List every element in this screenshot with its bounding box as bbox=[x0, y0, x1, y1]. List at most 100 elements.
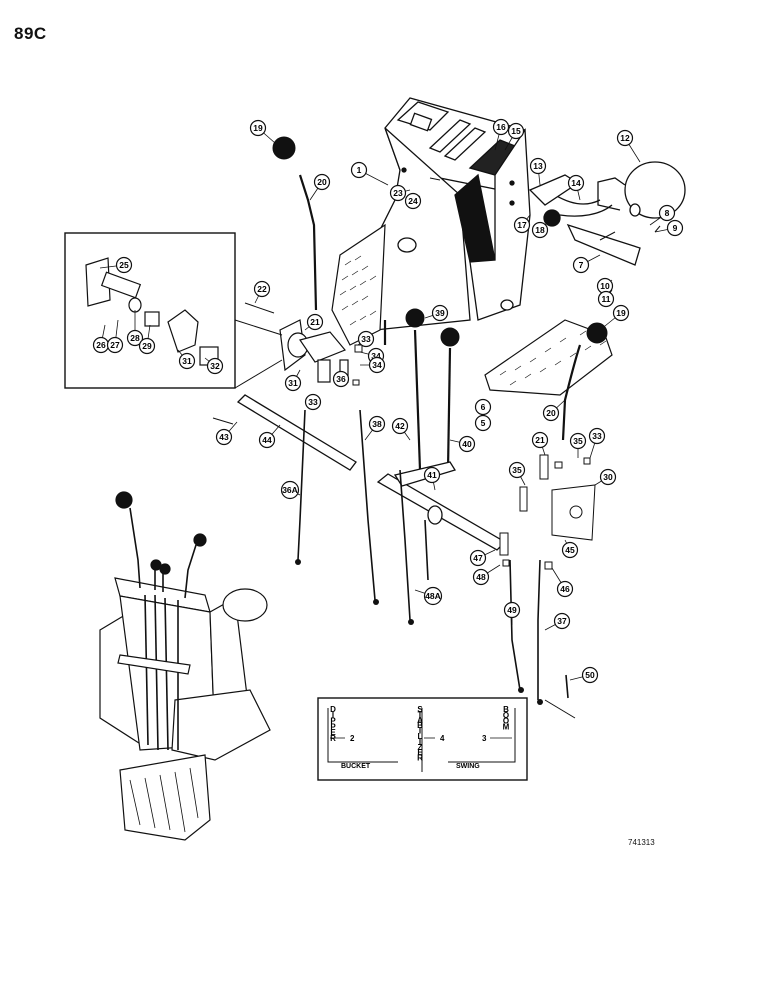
callout-number: 20 bbox=[317, 177, 327, 187]
callout-circle bbox=[542, 404, 560, 422]
callout-number: 43 bbox=[219, 432, 229, 442]
callout-19: 19 bbox=[249, 119, 267, 137]
callout-27: 27 bbox=[106, 336, 124, 354]
callout-33: 33 bbox=[588, 427, 606, 445]
callout-circle bbox=[306, 313, 324, 331]
callout-18: 18 bbox=[531, 221, 549, 239]
drawing-code: 741313 bbox=[628, 838, 655, 847]
callout-circle bbox=[391, 417, 409, 435]
indicator-callout-4: 4 bbox=[440, 734, 445, 743]
callout-circle bbox=[423, 586, 443, 606]
callout-number: 40 bbox=[462, 439, 472, 449]
callout-number: 46 bbox=[560, 584, 570, 594]
callout-15: 15 bbox=[507, 122, 525, 140]
callout-circle bbox=[572, 256, 590, 274]
callout-circle bbox=[332, 370, 350, 388]
callout-number: 16 bbox=[496, 122, 506, 132]
callout-circle bbox=[612, 304, 630, 322]
callout-43: 43 bbox=[215, 428, 233, 446]
callout-circle bbox=[508, 461, 526, 479]
callout-circle bbox=[569, 432, 587, 450]
callout-number: 11 bbox=[602, 294, 611, 304]
callout-number: 25 bbox=[119, 260, 129, 270]
callout-circle bbox=[599, 468, 617, 486]
callout-circle bbox=[474, 398, 492, 416]
callout-33: 33 bbox=[357, 330, 375, 348]
callout-circle bbox=[616, 129, 634, 147]
callout-circle bbox=[581, 666, 599, 684]
callout-number: 37 bbox=[557, 616, 567, 626]
callout-48: 48 bbox=[472, 568, 490, 586]
callout-number: 20 bbox=[546, 408, 556, 418]
callout-circle bbox=[106, 336, 124, 354]
page-number: 89C bbox=[14, 24, 47, 43]
callout-number: 5 bbox=[481, 418, 486, 428]
callout-40: 40 bbox=[458, 435, 476, 453]
indicator-letter: R bbox=[417, 754, 423, 763]
callout-44: 44 bbox=[258, 431, 276, 449]
callout-45: 45 bbox=[561, 541, 579, 559]
callout-21: 21 bbox=[531, 431, 549, 449]
callout-circle bbox=[423, 466, 441, 484]
indicator-callout-3: 3 bbox=[482, 734, 487, 743]
callout-21: 21 bbox=[306, 313, 324, 331]
callout-20: 20 bbox=[313, 173, 331, 191]
rod-ends bbox=[295, 559, 543, 705]
control-knobs bbox=[272, 136, 608, 347]
callout-circle bbox=[458, 435, 476, 453]
callout-number: 19 bbox=[616, 308, 626, 318]
lever-bracket-31 bbox=[279, 319, 349, 383]
indicator-letter: Z bbox=[418, 743, 423, 752]
callout-26: 26 bbox=[92, 336, 110, 354]
callout-number: 42 bbox=[395, 421, 405, 431]
callout-number: 49 bbox=[507, 605, 517, 615]
callout-number: 13 bbox=[533, 161, 543, 171]
indicator-letter: O bbox=[503, 717, 509, 726]
callout-6: 6 bbox=[474, 398, 492, 416]
callout-number: 14 bbox=[571, 178, 581, 188]
callout-circle bbox=[531, 221, 549, 239]
callout-13: 13 bbox=[529, 157, 547, 175]
callout-46: 46 bbox=[556, 580, 574, 598]
callout-circle bbox=[313, 173, 331, 191]
control-tower bbox=[374, 97, 531, 331]
callout-circle bbox=[215, 428, 233, 446]
callout-19: 19 bbox=[612, 304, 630, 322]
indicator-letter: M bbox=[503, 722, 510, 731]
callout-circle bbox=[431, 304, 449, 322]
gauge-assembly bbox=[528, 161, 686, 266]
callout-number: 34 bbox=[372, 360, 382, 370]
detail-inset bbox=[64, 232, 283, 389]
callout-number: 6 bbox=[481, 402, 486, 412]
callout-number: 35 bbox=[573, 436, 583, 446]
callout-number: 23 bbox=[393, 188, 403, 198]
callout-number: 31 bbox=[182, 356, 192, 366]
callout-number: 15 bbox=[511, 126, 521, 136]
callout-11: 11 bbox=[597, 290, 615, 308]
callout-17: 17 bbox=[513, 216, 531, 234]
indicator-letter: E bbox=[417, 748, 423, 757]
callout-35: 35 bbox=[569, 432, 587, 450]
callout-34: 34 bbox=[368, 356, 386, 374]
callout-circle bbox=[561, 541, 579, 559]
callout-number: 8 bbox=[665, 208, 670, 218]
callout-number: 47 bbox=[473, 553, 483, 563]
callout-7: 7 bbox=[572, 256, 590, 274]
callout-42: 42 bbox=[391, 417, 409, 435]
callout-24: 24 bbox=[404, 192, 422, 210]
callout-38: 38 bbox=[368, 415, 386, 433]
callout-number: 31 bbox=[288, 378, 298, 388]
callout-number: 41 bbox=[427, 470, 437, 480]
callout-circle bbox=[658, 204, 676, 222]
indicator-label-bucket: BUCKET bbox=[341, 763, 371, 770]
callout-circle bbox=[507, 122, 525, 140]
callout-number: 18 bbox=[535, 225, 545, 235]
callout-circle bbox=[492, 118, 510, 136]
linkage-rods bbox=[297, 409, 569, 700]
callout-number: 21 bbox=[535, 435, 545, 445]
callout-36a: 36A bbox=[280, 480, 300, 500]
callout-circle bbox=[258, 431, 276, 449]
left-tread-plate bbox=[331, 223, 386, 346]
